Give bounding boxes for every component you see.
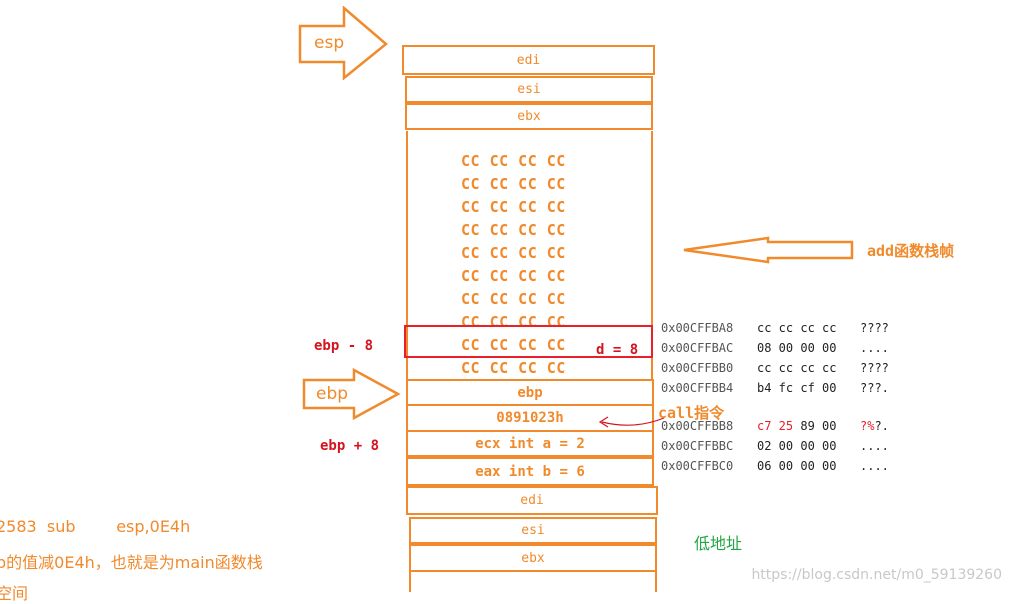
memory-ascii: ???? xyxy=(860,361,889,375)
memory-bytes: cc cc cc cc xyxy=(757,361,837,375)
memory-row: 0x00CFFBB4 b4 fc cf 00 ???. xyxy=(661,381,889,437)
memory-address: 0x00CFFBB0 xyxy=(661,361,734,375)
stack-frame-tail xyxy=(409,572,657,592)
memory-address: 0x00CFFBAC xyxy=(661,341,734,355)
memory-bytes: b4 fc cf 00 xyxy=(757,381,837,395)
stack-cell-ebx-top: ebx xyxy=(405,103,653,130)
call-pointer-icon xyxy=(598,416,665,428)
highlight-box-d xyxy=(404,325,653,358)
call-instr-label: call指令 xyxy=(658,404,725,422)
memory-address: 0x00CFFBB8 xyxy=(661,419,734,433)
ebp-minus-8-label: ebp - 8 xyxy=(314,338,374,354)
memory-bytes: cc cc cc cc xyxy=(757,321,837,335)
cc-row: CC CC CC CC xyxy=(461,359,566,377)
memory-ascii: .... xyxy=(860,459,889,473)
memory-ascii: .... xyxy=(860,341,889,355)
memory-row-highlighted: 0x00CFFBB8 c7 25 89 00 ?%?. xyxy=(661,419,889,475)
memory-row: 0x00CFFBBC 02 00 00 00 .... xyxy=(661,439,889,495)
stack-cell-esi-bottom: esi xyxy=(409,517,657,544)
memory-address: 0x00CFFBA8 xyxy=(661,321,734,335)
stack-cell-ebx-bottom: ebx xyxy=(409,544,657,572)
note-line-1: 2583 sub esp,0E4h xyxy=(0,517,191,536)
stack-cell-edi-bottom: edi xyxy=(406,486,658,515)
esp-label: esp xyxy=(314,33,345,53)
stack-cell-return-address: 0891023h xyxy=(406,404,654,432)
frame-arrow-icon xyxy=(683,236,854,264)
memory-bytes: 06 00 00 00 xyxy=(757,459,837,473)
memory-ascii: ???? xyxy=(860,321,889,335)
memory-ascii: ???. xyxy=(860,381,889,395)
stack-cell-ecx: ecx int a = 2 xyxy=(406,430,654,457)
memory-address: 0x00CFFBC0 xyxy=(661,459,734,473)
note-line-2: p的值减0E4h，也就是为main函数栈 xyxy=(0,553,263,572)
memory-row: 0x00CFFBA8 cc cc cc cc ???? xyxy=(661,321,889,377)
stack-cell-esi-top: esi xyxy=(405,76,653,103)
low-address-label: 低地址 xyxy=(694,534,743,553)
cc-row: CC CC CC CC xyxy=(461,175,566,193)
note-line-3: 空间 xyxy=(0,584,29,603)
ebp-plus-8-label: ebp + 8 xyxy=(320,438,380,454)
cc-row: CC CC CC CC xyxy=(461,336,566,354)
memory-row: 0x00CFFBB0 cc cc cc cc ???? xyxy=(661,361,889,417)
memory-ascii: .... xyxy=(860,439,889,453)
cc-row: CC CC CC CC xyxy=(461,267,566,285)
memory-ascii-rest: ?. xyxy=(874,419,889,433)
esp-arrow-icon xyxy=(298,6,388,80)
stack-cell-edi-top: edi xyxy=(402,45,655,75)
memory-row: 0x00CFFBAC 08 00 00 00 .... xyxy=(661,341,889,397)
frame-label: add函数栈帧 xyxy=(867,242,955,260)
cc-row: CC CC CC CC xyxy=(461,221,566,239)
stack-cell-eax: eax int b = 6 xyxy=(406,457,654,486)
memory-bytes-rest: 89 00 xyxy=(793,419,837,433)
memory-ascii: ?%?. xyxy=(860,419,889,433)
d-value-label: d = 8 xyxy=(596,342,639,358)
memory-row: 0x00CFFBC0 06 00 00 00 .... xyxy=(661,459,889,515)
stack-cell-ebp: ebp xyxy=(406,379,654,406)
memory-bytes-highlight: c7 25 xyxy=(757,419,794,433)
stack-frame-body xyxy=(406,131,653,379)
cc-row: CC CC CC CC xyxy=(461,152,566,170)
watermark: https://blog.csdn.net/m0_59139260 xyxy=(751,567,1002,583)
ebp-arrow-label: ebp xyxy=(316,384,349,404)
cc-row: CC CC CC CC xyxy=(461,290,566,308)
cc-row: CC CC CC CC xyxy=(461,198,566,216)
memory-ascii-highlight: ?% xyxy=(860,419,875,433)
memory-bytes: 02 00 00 00 xyxy=(757,439,837,453)
memory-address: 0x00CFFBB4 xyxy=(661,381,734,395)
memory-address: 0x00CFFBBC xyxy=(661,439,734,453)
cc-row: CC CC CC CC xyxy=(461,244,566,262)
memory-bytes: c7 25 89 00 xyxy=(757,419,836,433)
ebp-arrow-icon xyxy=(302,368,401,421)
memory-bytes: 08 00 00 00 xyxy=(757,341,837,355)
